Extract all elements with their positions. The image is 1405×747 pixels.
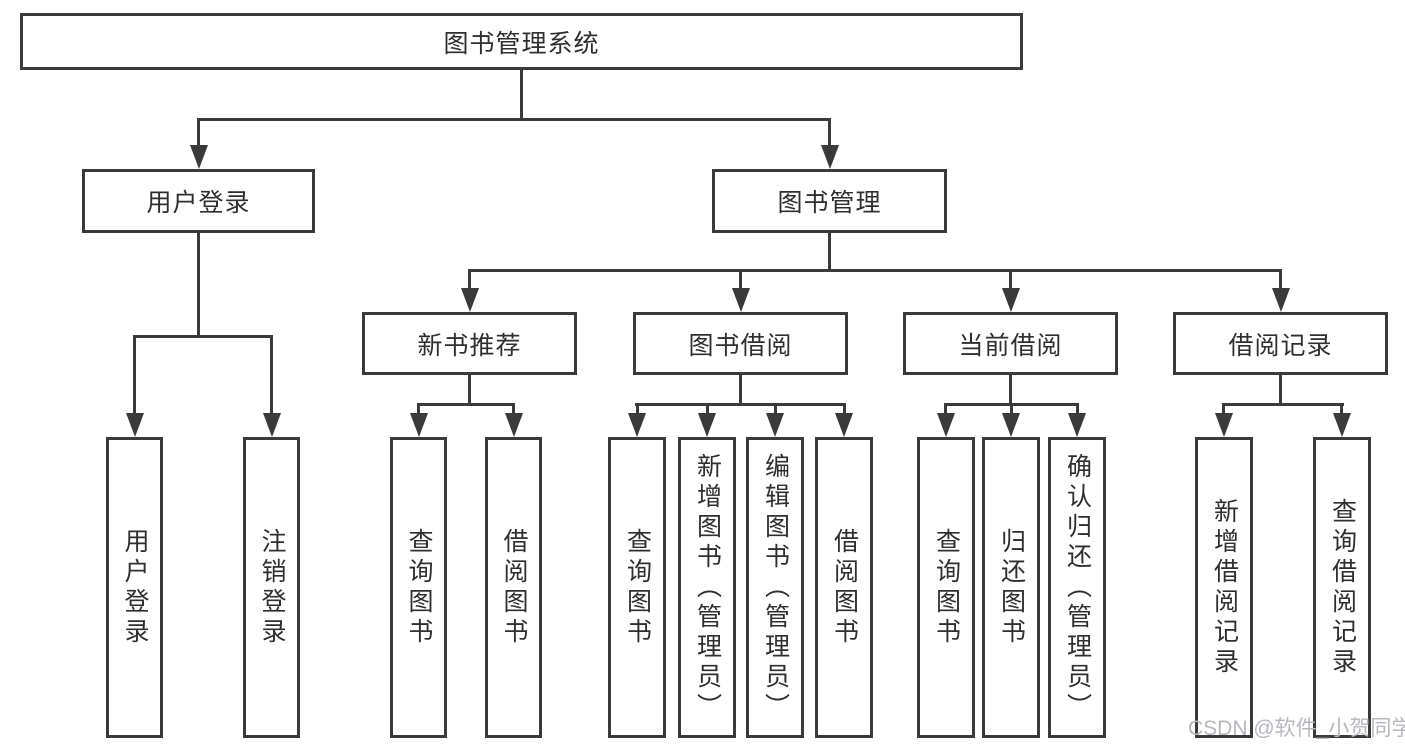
arrowhead-borrow-edit [766, 413, 784, 437]
node-root-label: 图书管理系统 [443, 29, 600, 58]
leaf-borrow-borrow-book-label: 借阅图书 [830, 527, 859, 648]
node-book-borrow: 图书借阅 [633, 312, 848, 375]
leaf-borrow-add-book-admin: 新增图书（管理员） [678, 437, 736, 738]
leaf-logout: 注销登录 [243, 437, 300, 738]
connector-record-stub-2 [1340, 403, 1343, 415]
leaf-borrow-borrow-book: 借阅图书 [815, 437, 873, 738]
node-new-book-recommend-label: 新书推荐 [417, 331, 522, 360]
leaf-recommend-query-book: 查询图书 [390, 437, 447, 738]
connector-current-stub-3 [1076, 403, 1079, 415]
connector-recommend-vertical [468, 375, 471, 406]
arrowhead-current-return [1002, 413, 1020, 437]
arrowhead-recommend-borrow [505, 413, 523, 437]
connector-level2-horizontal [197, 118, 831, 121]
arrowhead-new-book-recommend [461, 288, 479, 312]
connector-borrow-stub-3 [774, 403, 777, 415]
node-book-borrow-label: 图书借阅 [688, 331, 793, 360]
leaf-current-confirm-return-admin: 确认归还（管理员） [1048, 437, 1106, 738]
node-current-borrow: 当前借阅 [903, 312, 1118, 375]
leaf-query-borrow-record-label: 查询借阅记录 [1328, 497, 1357, 678]
connector-level3-stub-4 [1279, 269, 1282, 290]
arrowhead-book-borrow [732, 288, 750, 312]
connector-record-stub-1 [1222, 403, 1225, 415]
connector-recommend-horizontal [417, 403, 515, 406]
leaf-logout-label: 注销登录 [258, 527, 286, 648]
arrowhead-user-login [190, 145, 208, 169]
connector-current-stub-1 [944, 403, 947, 415]
arrowhead-book-management [821, 145, 839, 169]
node-borrow-record-label: 借阅记录 [1228, 331, 1333, 360]
leaf-recommend-query-book-label: 查询图书 [405, 527, 433, 648]
connector-management-vertical [828, 232, 831, 272]
connector-record-vertical [1279, 375, 1282, 406]
connector-recommend-stub-2 [512, 403, 515, 415]
connector-root-vertical [520, 70, 523, 118]
arrowhead-current-confirm [1068, 413, 1086, 437]
connector-recommend-stub-1 [417, 403, 420, 415]
arrowhead-record-add [1215, 413, 1233, 437]
node-user-login: 用户登录 [82, 169, 315, 233]
connector-record-horizontal [1222, 403, 1344, 406]
connector-login-horizontal [133, 335, 273, 338]
arrowhead-recommend-query [410, 413, 428, 437]
leaf-borrow-query-book: 查询图书 [608, 437, 666, 738]
node-user-login-label: 用户登录 [146, 189, 251, 217]
connector-borrow-stub-1 [636, 403, 639, 415]
connector-level3-stub-1 [468, 269, 471, 290]
connector-borrow-horizontal [635, 403, 845, 406]
arrowhead-current-borrow [1002, 288, 1020, 312]
leaf-borrow-edit-book-admin: 编辑图书（管理员） [746, 437, 804, 738]
connector-login-vertical [197, 233, 200, 335]
arrowhead-borrow-query [628, 413, 646, 437]
leaf-add-borrow-record: 新增借阅记录 [1195, 437, 1253, 738]
leaf-add-borrow-record-label: 新增借阅记录 [1210, 497, 1239, 678]
arrowhead-borrow-borrow [835, 413, 853, 437]
connector-borrow-stub-4 [843, 403, 846, 415]
leaf-current-return-book: 归还图书 [982, 437, 1040, 738]
node-current-borrow-label: 当前借阅 [958, 331, 1063, 360]
leaf-borrow-query-book-label: 查询图书 [623, 527, 652, 648]
leaf-recommend-borrow-book: 借阅图书 [485, 437, 542, 738]
connector-level2-stub-left [197, 118, 200, 146]
leaf-borrow-add-book-admin-label: 新增图书（管理员） [693, 452, 722, 723]
connector-current-vertical [1009, 375, 1012, 406]
arrowhead-record-query [1333, 413, 1351, 437]
arrowhead-current-query [937, 413, 955, 437]
leaf-current-confirm-return-admin-label: 确认归还（管理员） [1063, 452, 1092, 723]
connector-borrow-stub-2 [706, 403, 709, 415]
leaf-user-login-label: 用户登录 [121, 527, 149, 648]
arrowhead-leaf-logout [263, 413, 281, 437]
leaf-query-borrow-record: 查询借阅记录 [1313, 437, 1371, 738]
arrowhead-borrow-add [698, 413, 716, 437]
leaf-recommend-borrow-book-label: 借阅图书 [500, 527, 528, 648]
node-book-management: 图书管理 [712, 169, 947, 233]
connector-current-stub-2 [1010, 403, 1013, 415]
node-root: 图书管理系统 [20, 13, 1023, 70]
connector-level3-horizontal [468, 269, 1282, 272]
leaf-current-query-book-label: 查询图书 [932, 527, 961, 648]
node-new-book-recommend: 新书推荐 [362, 312, 577, 375]
leaf-current-query-book: 查询图书 [917, 437, 975, 738]
connector-level3-stub-2 [739, 269, 742, 290]
connector-level3-stub-3 [1009, 269, 1012, 290]
connector-level2-stub-right [828, 118, 831, 146]
connector-borrow-vertical [739, 375, 742, 406]
leaf-user-login: 用户登录 [106, 437, 163, 738]
connector-login-stub-1 [133, 335, 136, 415]
arrowhead-borrow-record [1272, 288, 1290, 312]
arrowhead-leaf-user-login [126, 413, 144, 437]
leaf-current-return-book-label: 归还图书 [997, 527, 1026, 648]
node-book-management-label: 图书管理 [777, 189, 882, 217]
connector-login-stub-2 [270, 335, 273, 415]
watermark: CSDN @软件_小贺同学 [1188, 717, 1405, 740]
node-borrow-record: 借阅记录 [1173, 312, 1388, 375]
leaf-borrow-edit-book-admin-label: 编辑图书（管理员） [761, 452, 790, 723]
